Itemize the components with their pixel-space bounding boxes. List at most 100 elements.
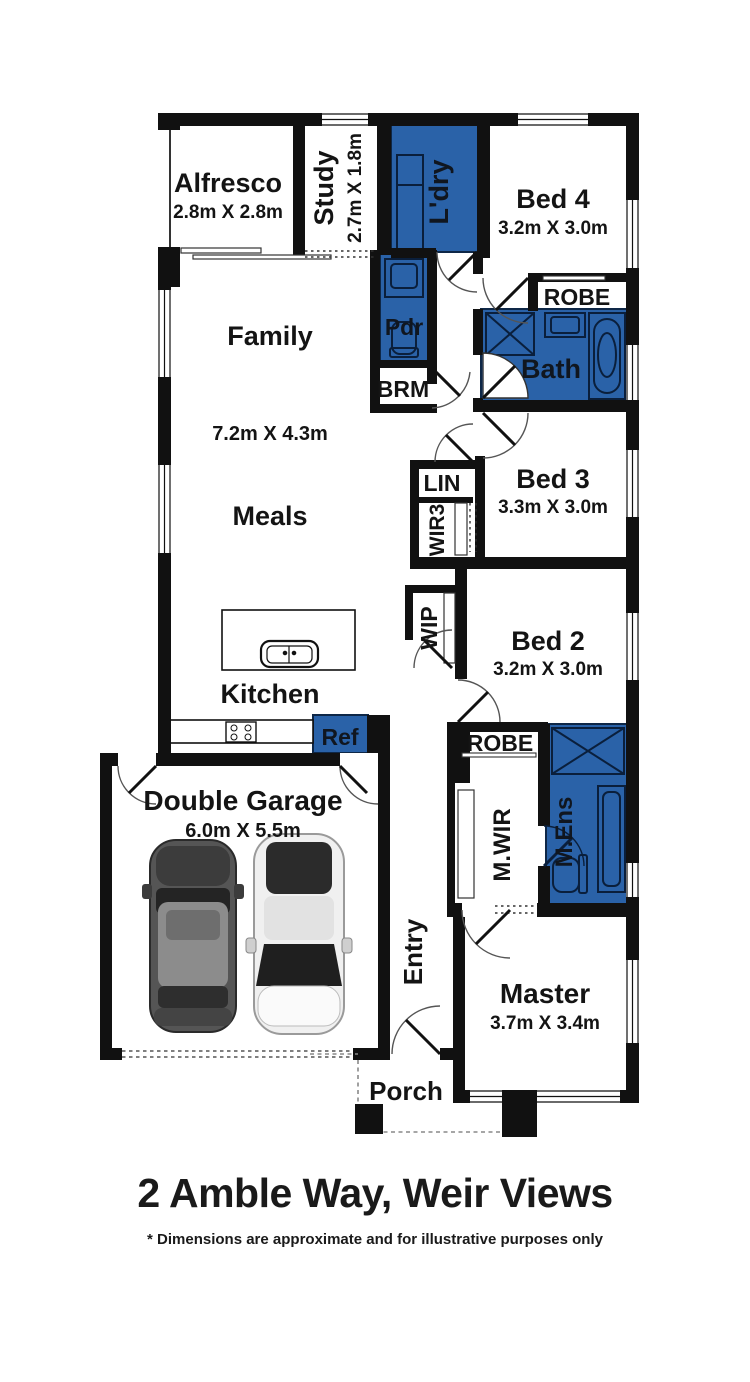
kitchen-label: Kitchen	[220, 679, 319, 709]
linen-label: LIN	[423, 470, 460, 496]
robe2-label: ROBE	[467, 730, 533, 756]
bed2-dims: 3.2m X 3.0m	[493, 659, 603, 680]
wall-master-left	[453, 917, 465, 1103]
window-bath	[626, 345, 639, 400]
ensuite-vanity	[597, 785, 626, 893]
wall-bath-bottom	[473, 400, 639, 412]
wet-areas	[312, 123, 629, 908]
bed2-label: Bed 2	[511, 626, 585, 656]
entry-label: Entry	[398, 918, 428, 985]
wall-hall-stub	[473, 252, 483, 274]
window-study	[322, 113, 368, 126]
wall-garage-right	[378, 753, 390, 1060]
mwir-label: M.WIR	[489, 808, 516, 881]
ensuite-door-arc	[543, 825, 585, 867]
wall-powder-broom	[370, 360, 437, 368]
wall-powder-right	[427, 250, 437, 370]
bath-door-leaf	[481, 364, 517, 400]
wall-robe2-block	[447, 722, 470, 783]
alfresco-post-top	[158, 113, 180, 130]
kitchen-fixtures	[169, 609, 356, 744]
bed4-label: Bed 4	[516, 184, 590, 214]
front-door-opening	[390, 1048, 440, 1060]
wir3-opening-dashed	[469, 503, 477, 552]
powder-toilet	[389, 321, 419, 358]
family-label: Family	[227, 321, 313, 351]
alfresco-label: Alfresco	[174, 168, 282, 198]
wall-linen-wir3	[410, 497, 473, 503]
laundry-door-arc	[436, 251, 478, 293]
garage-rear-door-opening	[118, 753, 156, 766]
family-dims: 7.2m X 4.3m	[212, 423, 328, 445]
laundry-area	[390, 123, 480, 253]
porch-pillar-right	[502, 1090, 537, 1137]
wall-wip-top	[405, 585, 458, 593]
wall-study-laundry	[377, 113, 391, 255]
broom-door-arc	[431, 371, 471, 409]
mwir-opening-dashed	[495, 905, 537, 914]
porch-label: Porch	[369, 1076, 443, 1106]
bathtub-icon	[588, 312, 626, 400]
window-master-right	[626, 960, 639, 1043]
master-label: Master	[500, 978, 590, 1009]
front-door-leaf	[404, 1018, 442, 1056]
wip-door-leaf	[423, 639, 454, 670]
wall-mwir-mens-lower	[538, 866, 550, 907]
wall-linen-left	[410, 460, 419, 563]
windows	[158, 113, 639, 1103]
bath-sink	[544, 312, 586, 338]
wall-broom-right	[427, 368, 437, 384]
window-bed4-top	[518, 113, 588, 126]
window-bed2	[626, 613, 639, 680]
doors	[117, 250, 585, 1056]
master-dims: 3.7m X 3.4m	[490, 1013, 600, 1034]
wall-garage-top	[100, 753, 390, 766]
broom-label: BRM	[377, 376, 429, 402]
window-meals	[158, 465, 171, 553]
garage-dims: 6.0m X 5.5m	[185, 820, 301, 842]
wall-bed3-left	[475, 456, 485, 557]
window-master-bottom-1	[470, 1090, 503, 1103]
bed2-door-leaf	[456, 690, 490, 724]
wir3-label: WIR3	[426, 504, 449, 557]
mwir-opening	[495, 903, 537, 917]
wall-mwir-mens-upper	[538, 724, 550, 826]
meals-label: Meals	[232, 501, 307, 531]
powder-label: Pdr	[385, 314, 423, 340]
powder-area	[379, 251, 430, 363]
porch-outline	[310, 1053, 537, 1137]
ensuite-door-leaf	[542, 836, 574, 868]
wall-alfresco-study	[293, 113, 305, 258]
bath-label: Bath	[521, 354, 581, 384]
fridge-label: Ref	[321, 724, 358, 750]
window-family	[158, 290, 171, 377]
robe4-rail	[542, 275, 606, 281]
openings	[122, 130, 606, 1060]
wall-powder-left	[370, 250, 380, 368]
wall-laundry-bottom	[391, 248, 436, 258]
disclaimer-text: * Dimensions are approximate and for ill…	[147, 1231, 603, 1248]
wall-bed3-bed2	[410, 557, 639, 569]
car-dark	[142, 839, 244, 1033]
wall-wip-left	[405, 585, 413, 640]
mwir-shelf	[457, 789, 475, 899]
ensuite-shower	[551, 727, 625, 775]
master-door-leaf	[474, 908, 512, 946]
garage-label: Double Garage	[143, 785, 342, 816]
bed3-door-leaf	[481, 411, 517, 447]
alfresco-post-bottom	[158, 247, 180, 287]
broom-door-leaf	[430, 366, 462, 398]
linen-door-leaf	[444, 433, 475, 464]
wall-kitchen-corner	[367, 715, 390, 755]
garage-rear-door-leaf	[127, 764, 158, 795]
wip-label: WIP	[416, 606, 442, 649]
wall-entry-bottom	[440, 1048, 465, 1060]
mens-label: M.Ens	[551, 797, 578, 868]
wall-robe2-top	[447, 722, 548, 732]
porch-pillar-left	[355, 1104, 383, 1134]
study-label: Study	[309, 150, 339, 225]
window-bed3	[626, 450, 639, 517]
wall-laundry-bed4	[477, 113, 490, 258]
garage-internal-door-arc	[339, 765, 379, 805]
room-labels: Alfresco 2.8m X 2.8m Study 2.7m X 1.8m L…	[143, 133, 610, 1106]
